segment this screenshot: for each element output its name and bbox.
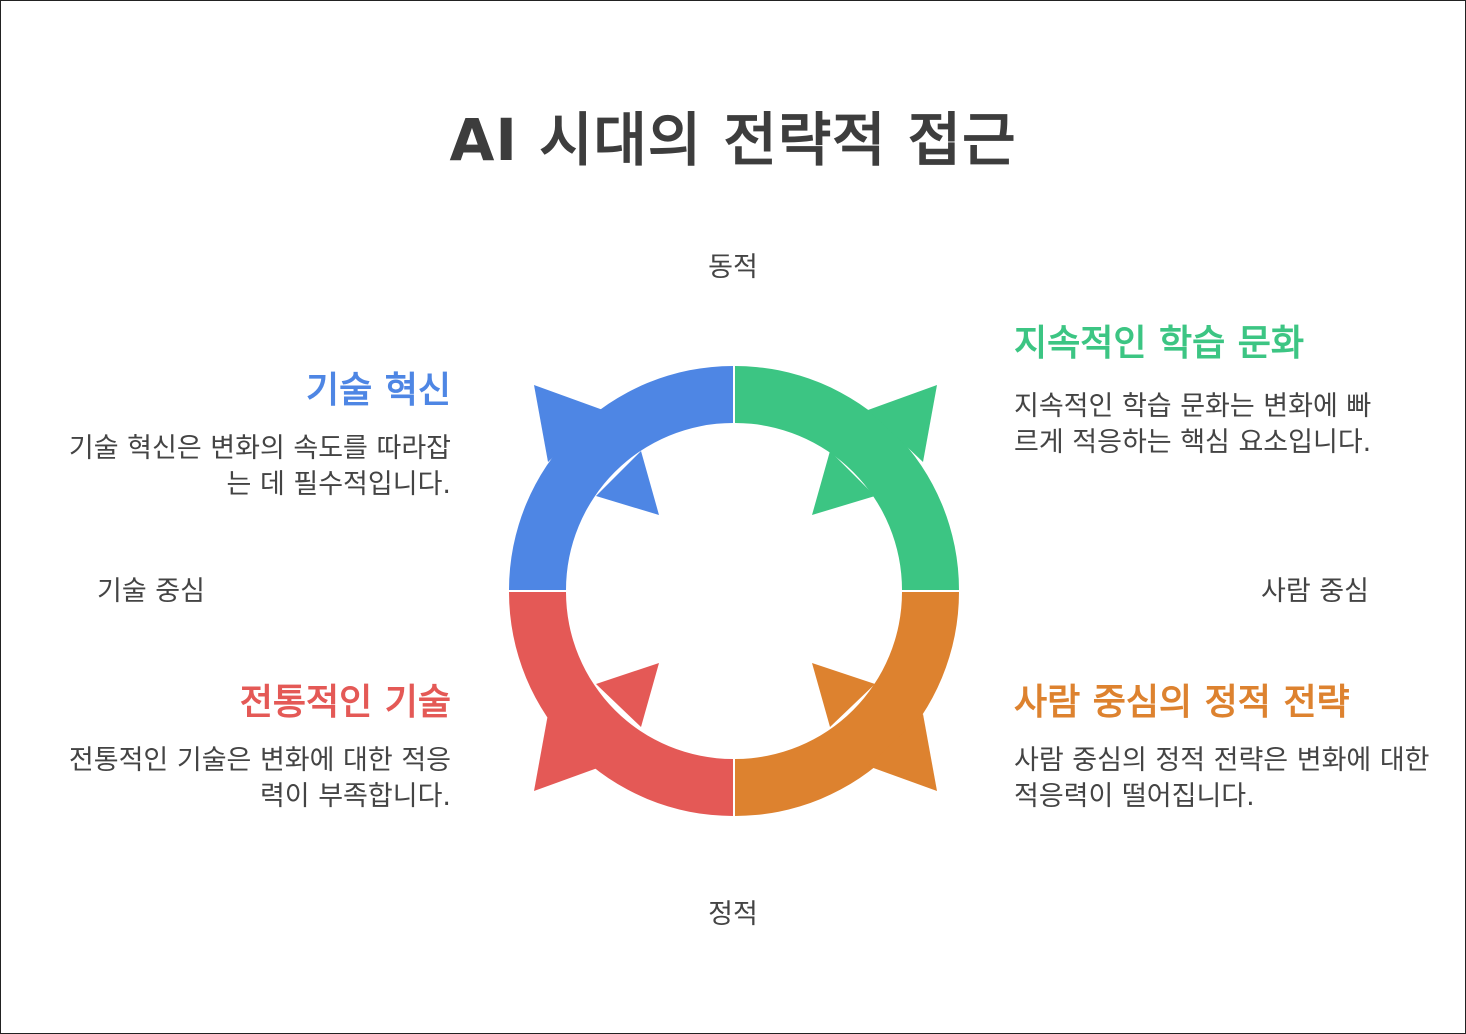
arrow-notch-bottom-right [812, 663, 875, 727]
heading-people-static-strategy: 사람 중심의 정적 전략 [1014, 682, 1350, 723]
description-people-static-strategy: 사람 중심의 정적 전략은 변화에 대한 적응력이 떨어집니다. [1014, 745, 1430, 812]
arrow-notch-top-right [812, 451, 875, 515]
segment-bottom-right [735, 592, 959, 816]
arrow-notch-bottom-left [596, 663, 659, 727]
axis-label-left: 기술 중심 [97, 576, 205, 607]
segment-top-left [509, 366, 733, 590]
arrow-head-top-right [868, 385, 937, 462]
axis-label-top: 동적 [708, 252, 758, 283]
heading-technology-innovation: 기술 혁신 [305, 370, 451, 411]
description-traditional-technology: 전통적인 기술은 변화에 대한 적응력이 부족합니다. [68, 745, 451, 812]
arrow-head-top-left [534, 385, 603, 462]
heading-traditional-technology: 전통적인 기술 [239, 682, 451, 723]
segment-top-right [735, 366, 959, 590]
arrow-notch-top-left [596, 451, 659, 515]
description-technology-innovation: 기술 혁신은 변화의 속도를 따라잡는 데 필수적입니다. [68, 433, 451, 500]
axis-label-right: 사람 중심 [1261, 576, 1369, 607]
diagram-title: AI 시대의 전략적 접근 [449, 106, 1017, 174]
axis-label-bottom: 정적 [708, 899, 758, 930]
arrow-head-bottom-left [534, 714, 603, 791]
segment-bottom-left [509, 592, 733, 816]
arrow-head-bottom-right [868, 714, 937, 791]
heading-learning-culture: 지속적인 학습 문화 [1014, 323, 1305, 364]
description-learning-culture: 지속적인 학습 문화는 변화에 빠르게 적응하는 핵심 요소입니다. [1014, 391, 1372, 458]
